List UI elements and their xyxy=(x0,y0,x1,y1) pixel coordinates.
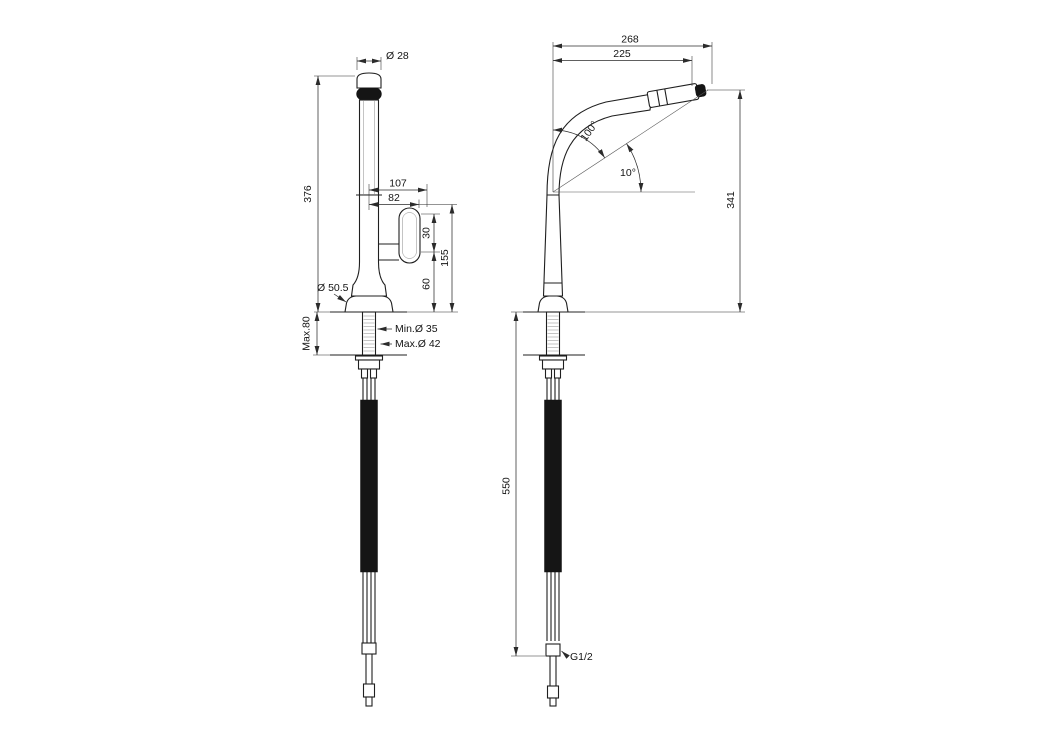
side-base-flange xyxy=(537,295,569,313)
faucet-body xyxy=(350,194,388,297)
dim-label-head-angle: 10° xyxy=(620,167,636,179)
spray-head-grip xyxy=(356,87,382,101)
spout-column xyxy=(358,99,380,196)
faucet-side-outline xyxy=(523,83,707,707)
side-dimension-lines xyxy=(511,42,745,659)
dim-label-60: 60 xyxy=(421,278,433,290)
dim-label-deck-thickness: Max.80 xyxy=(301,316,313,351)
dim-label-155: 155 xyxy=(439,249,451,267)
dim-label-base-diameter: Ø 50.5 xyxy=(317,282,349,294)
handle xyxy=(398,207,421,264)
dim-label-268: 268 xyxy=(621,34,639,46)
dim-label-30: 30 xyxy=(421,227,433,239)
side-threaded-shank xyxy=(545,311,561,357)
faucet-front-outline xyxy=(330,72,421,707)
dim-label-thread: G1/2 xyxy=(570,651,593,663)
spray-head xyxy=(646,83,707,108)
spray-head-cap xyxy=(356,72,382,89)
threaded-shank xyxy=(361,311,377,357)
pullout-hose xyxy=(360,399,378,573)
g12-connector xyxy=(545,643,561,707)
front-view: Ø 28 376 107 82 30 155 60 Ø 50.5 Max.80 … xyxy=(301,50,458,707)
side-pullout-hose xyxy=(544,399,562,573)
dim-label-225: 225 xyxy=(613,48,631,60)
mounting-nut xyxy=(357,359,381,370)
dim-label-hole-min: Min.Ø 35 xyxy=(395,323,438,335)
front-dimension-labels: Ø 28 376 107 82 30 155 60 Ø 50.5 Max.80 … xyxy=(301,50,452,351)
dim-label-341: 341 xyxy=(725,191,737,209)
dim-label-total-height: 376 xyxy=(302,185,314,203)
dim-label-550: 550 xyxy=(501,477,513,495)
dim-label-spout-diameter: Ø 28 xyxy=(386,50,409,62)
side-dimension-labels: 268 225 100° 10° 341 550 G1/2 xyxy=(501,34,738,664)
side-view: 268 225 100° 10° 341 550 G1/2 xyxy=(501,34,745,707)
dim-label-107: 107 xyxy=(389,178,407,190)
curved-spout xyxy=(546,93,653,196)
side-column xyxy=(542,194,564,297)
dim-label-82: 82 xyxy=(388,192,400,204)
base-flange xyxy=(344,295,394,313)
dim-label-hole-max: Max.Ø 42 xyxy=(395,338,441,350)
front-dimension-lines xyxy=(313,57,458,356)
side-mounting-nut xyxy=(541,359,565,370)
aerator-nozzle xyxy=(694,84,707,98)
hose-connector xyxy=(361,642,377,707)
